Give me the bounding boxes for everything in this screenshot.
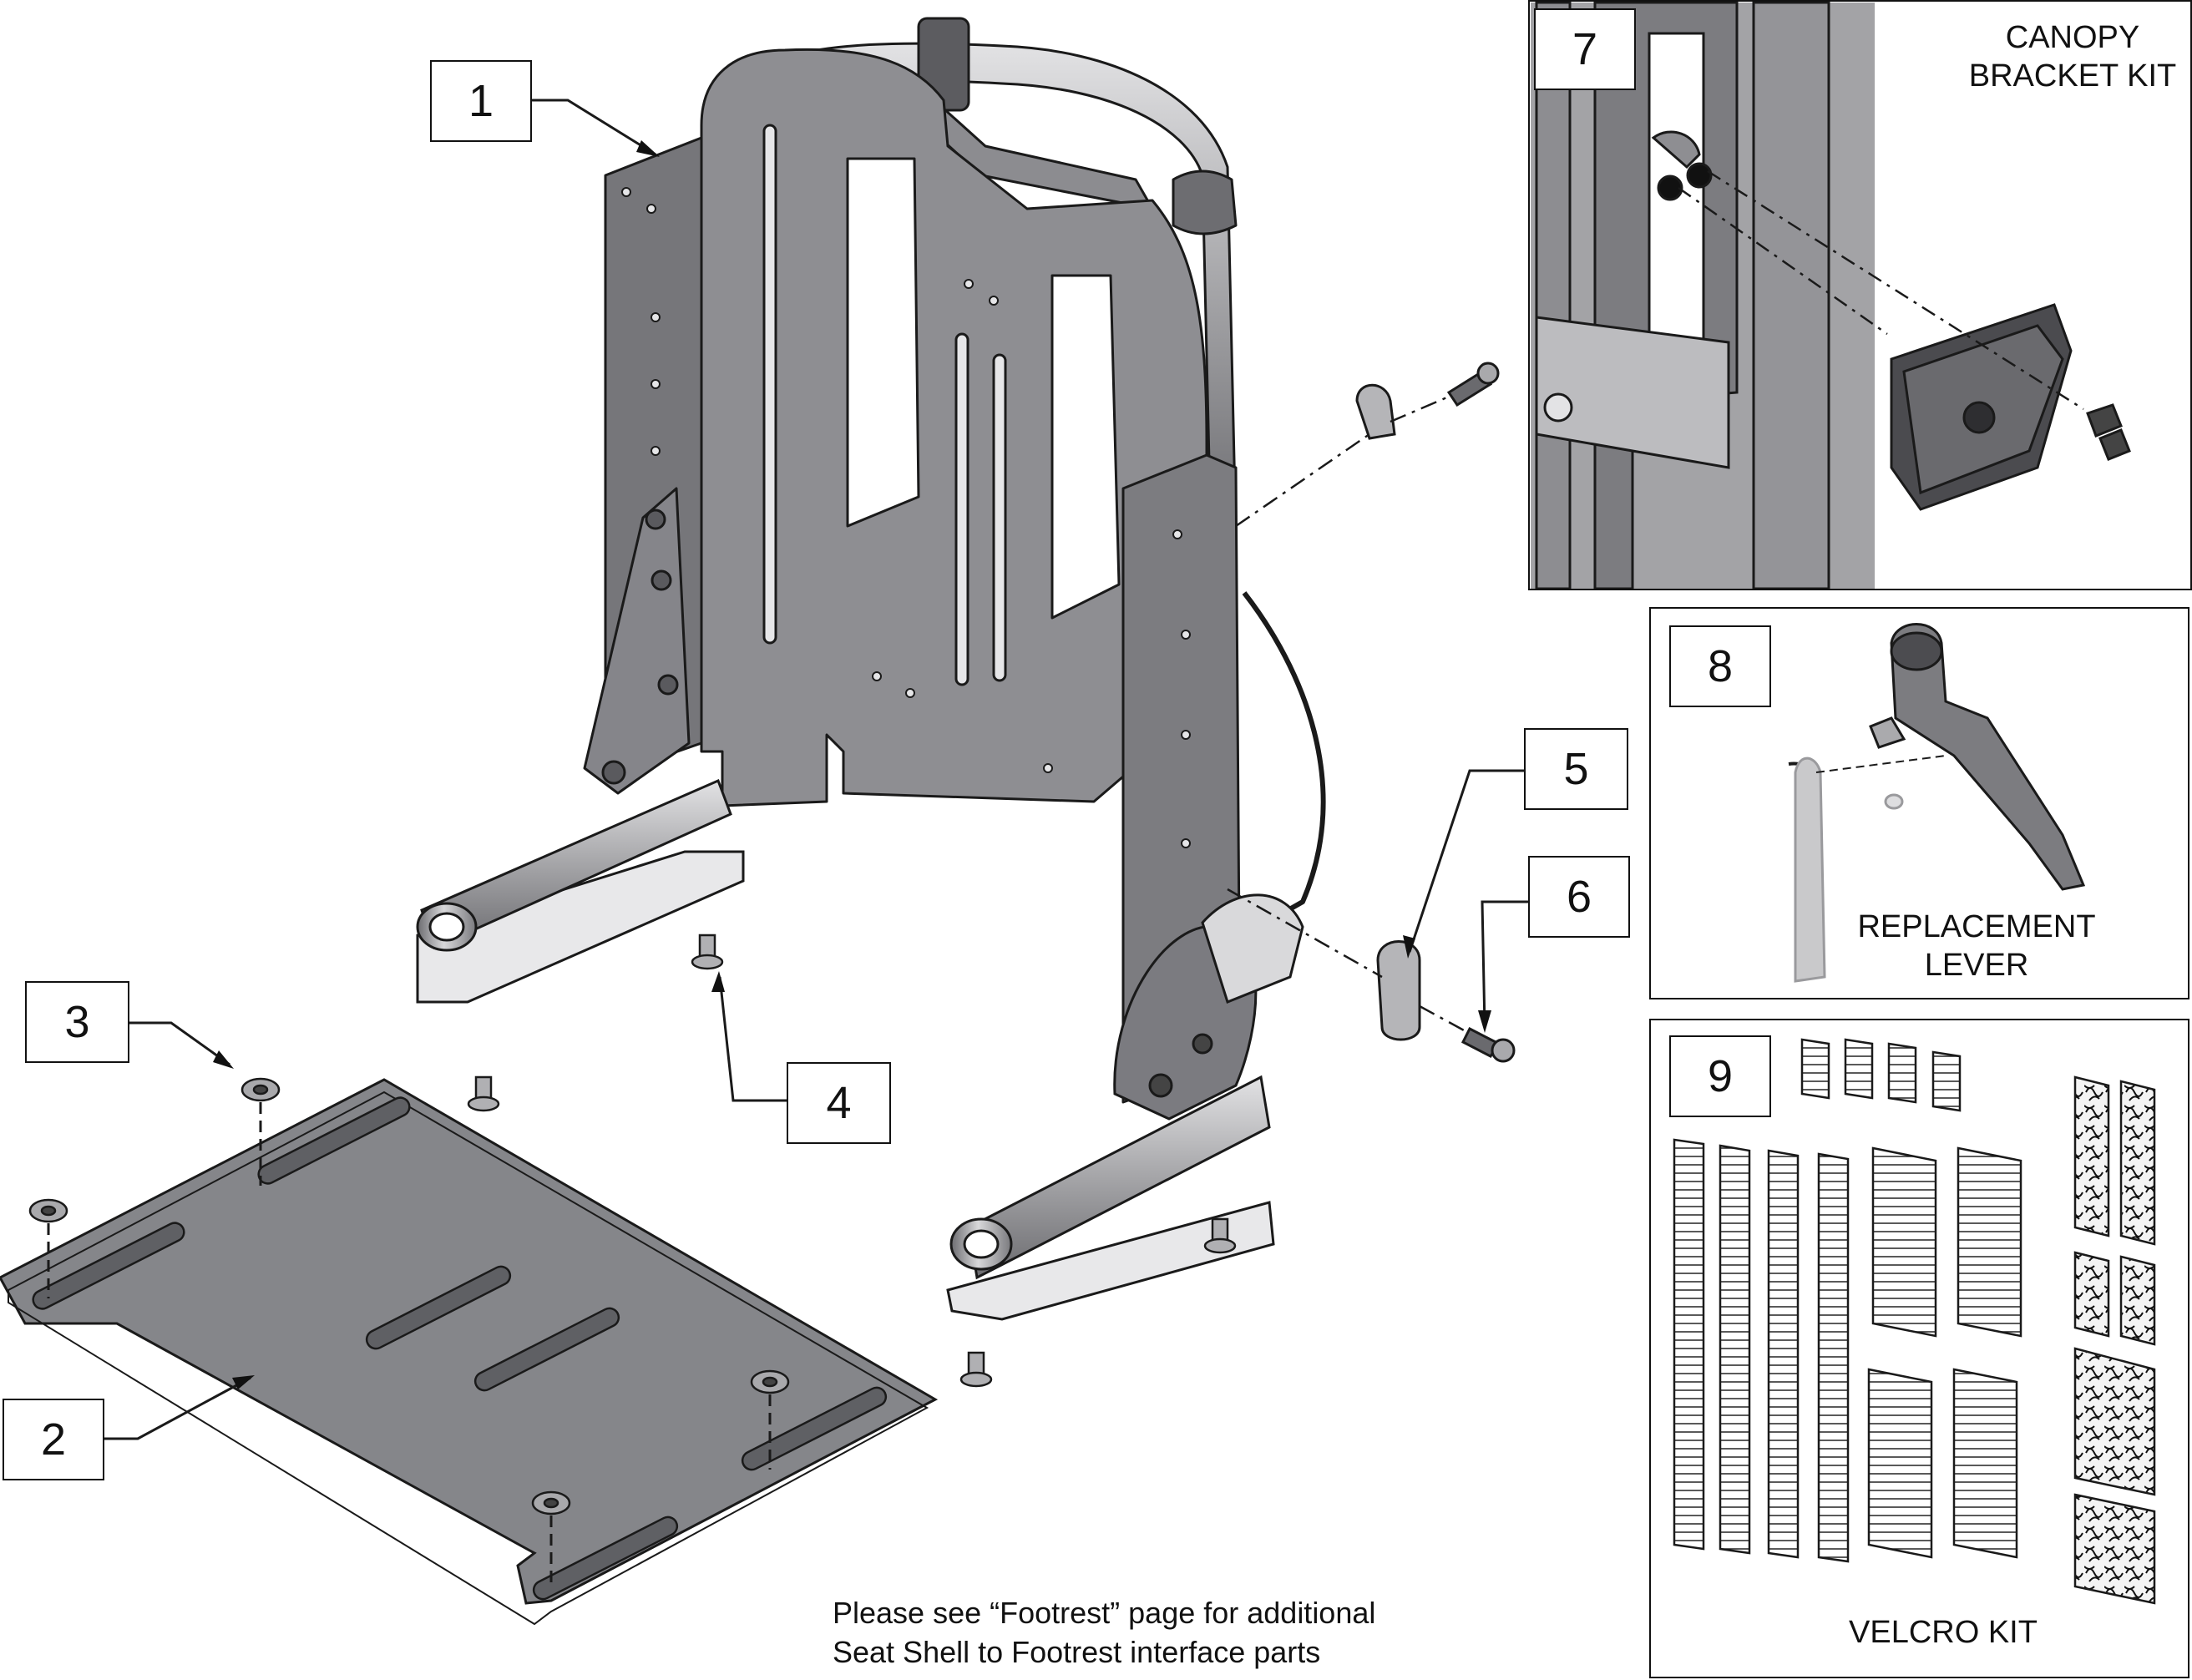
- callout-7: 7: [1534, 8, 1636, 90]
- callout-5: 5: [1524, 728, 1628, 810]
- left-seat-rail: [416, 778, 745, 1004]
- cable-p-clips: [1227, 362, 1516, 1063]
- callout-1: 1: [430, 60, 532, 142]
- brake-cable: [1242, 591, 1326, 938]
- left-hinge-strap: [583, 487, 691, 795]
- replacement-lever-panel: 8 REPLACEMENT LEVER: [1649, 607, 2189, 999]
- seat-pan-plate: [0, 1078, 939, 1626]
- back-plate-window-left: [846, 157, 920, 528]
- canopy-bracket-kit-panel: 7 CANOPY BRACKET KIT: [1528, 0, 2192, 590]
- right-seat-rail: [946, 893, 1304, 1321]
- canopy-bracket-illustration: [1531, 1, 2131, 590]
- callout-4: 4: [787, 1062, 891, 1144]
- canopy-bracket-kit-label: CANOPY BRACKET KIT: [1968, 20, 2177, 94]
- seat-pan-washer-screws: [28, 1077, 790, 1586]
- callout-2: 2: [3, 1399, 104, 1480]
- velcro-kit-illustration: [1673, 1038, 2156, 1605]
- clip-screw-lower: [1460, 1026, 1501, 1058]
- back-plate-window-right: [1050, 274, 1121, 620]
- velcro-kit-label: VELCRO KIT: [1849, 1615, 2038, 1650]
- seat-back-frame: [583, 17, 1326, 1104]
- callout-8: 8: [1669, 625, 1771, 707]
- callout-3: 3: [25, 981, 129, 1063]
- leader-lines: [104, 99, 1528, 1440]
- cable-sleeve: [1794, 757, 1826, 983]
- leader-arrowheads: [213, 140, 1491, 1389]
- callout-9: 9: [1669, 1035, 1771, 1117]
- replacement-lever-label: REPLACEMENT LEVER: [1857, 909, 2096, 983]
- callout-6: 6: [1528, 856, 1630, 938]
- seat-rail-screws: [467, 934, 1237, 1388]
- footrest-note: Please see “Footrest” page for additiona…: [833, 1596, 1376, 1669]
- tube-side-clamp: [1172, 170, 1238, 235]
- velcro-kit-panel: 9 VELCRO KIT: [1649, 1019, 2189, 1678]
- replacement-lever-illustration: [1788, 623, 2086, 983]
